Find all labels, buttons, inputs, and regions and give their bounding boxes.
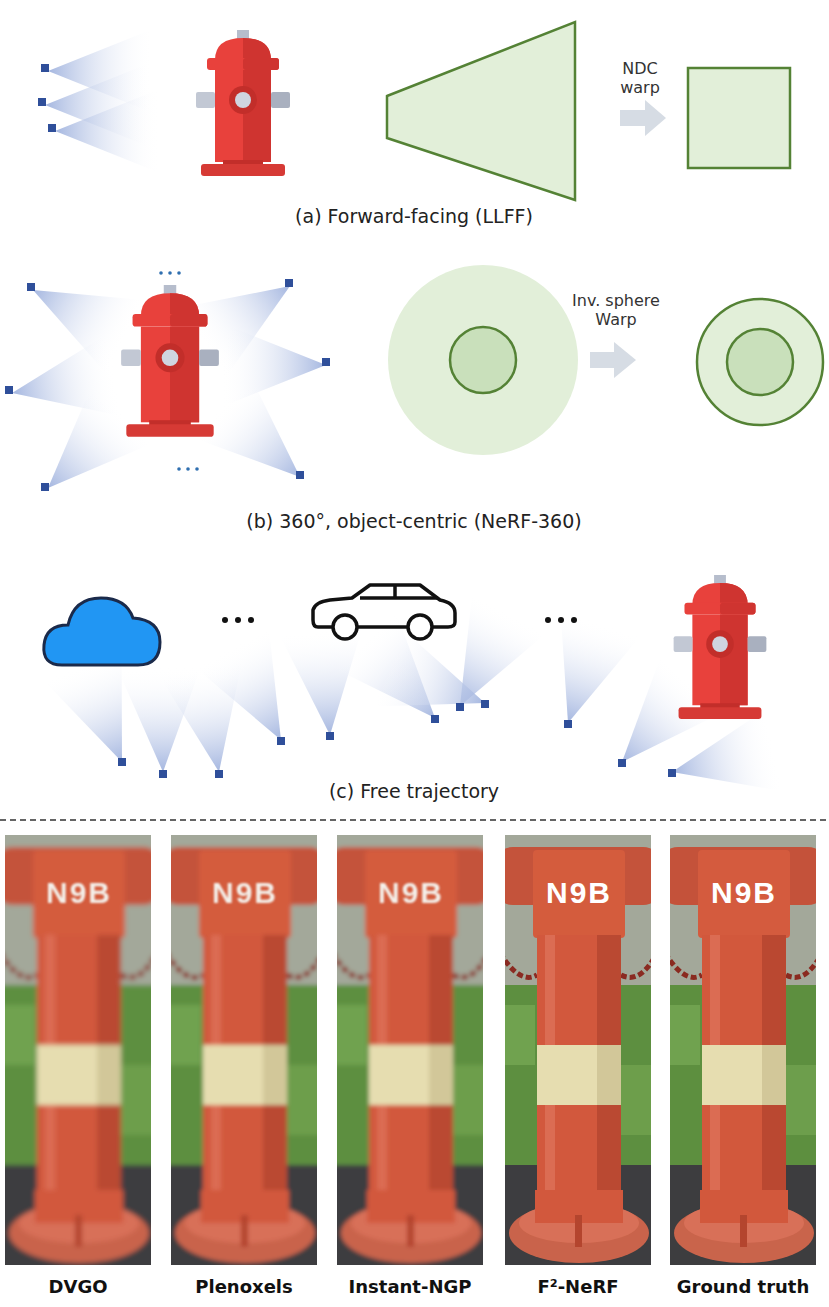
- camera-cones: [279, 627, 372, 739]
- hydrant-marking: N9B: [546, 875, 612, 911]
- camera-marker: [668, 769, 676, 777]
- photo-panel: [505, 835, 651, 1265]
- photo-panel: [5, 835, 151, 1265]
- camera-marker: [618, 759, 626, 767]
- panel-caption: (b) 360°, object-centric (NeRF-360): [246, 510, 581, 533]
- camera-cones: [55, 89, 160, 173]
- ellipsis-dots: [235, 617, 241, 623]
- warp-label: Inv. sphere Warp: [566, 291, 666, 329]
- method-caption: Plenoxels: [195, 1276, 292, 1298]
- ellipsis-dots: [222, 617, 228, 623]
- ellipsis-dots: [571, 617, 577, 623]
- car-icon: [360, 596, 438, 600]
- camera-marker: [564, 720, 572, 728]
- camera-marker: [215, 770, 223, 778]
- hydrant-marking: N9B: [378, 875, 444, 911]
- camera-cones: [194, 376, 328, 509]
- method-caption: Ground truth: [677, 1276, 810, 1298]
- method-caption: Instant-NGP: [349, 1276, 472, 1298]
- camera-marker: [27, 283, 35, 291]
- camera-cones: [663, 709, 783, 813]
- frustum-shape: [387, 22, 575, 200]
- method-caption: DVGO: [49, 1276, 108, 1298]
- scene-sphere: [388, 265, 578, 455]
- car-icon: [357, 625, 407, 629]
- hydrant-icon: [121, 285, 219, 437]
- camera-marker: [41, 64, 49, 72]
- car-icon: [313, 585, 455, 639]
- ellipsis-dots: [222, 617, 577, 623]
- camera-marker: [277, 737, 285, 745]
- camera-marker: [41, 483, 49, 491]
- camera-marker: [118, 700, 676, 778]
- photo-panel: [670, 835, 816, 1265]
- warp-arrow: [620, 100, 666, 136]
- camera-cones: [372, 628, 499, 743]
- panel-caption: (a) Forward-facing (LLFF): [295, 205, 533, 228]
- hydrant-marking: N9B: [212, 875, 278, 911]
- ellipsis-dots: [195, 467, 199, 471]
- hydrant-icon: [674, 575, 767, 719]
- inner-sphere: [727, 329, 793, 395]
- photo-panel: [171, 835, 317, 1265]
- result-photos: [0, 825, 826, 1275]
- ellipsis-dots: [168, 271, 172, 275]
- camera-marker: [38, 98, 46, 106]
- ellipsis-dots: [177, 467, 181, 471]
- camera-marker: [285, 279, 293, 287]
- camera-marker: [456, 703, 464, 711]
- ellipsis-dots: [177, 271, 181, 275]
- photo-panel: [337, 835, 483, 1265]
- ellipsis-dots: [159, 271, 163, 275]
- hydrant-marking: N9B: [46, 875, 112, 911]
- divider-line: [0, 819, 829, 821]
- panel-caption: (c) Free trajectory: [329, 780, 499, 803]
- hydrant-marking: N9B: [711, 875, 777, 911]
- ellipsis-dots: [558, 617, 564, 623]
- car-icon: [408, 615, 432, 639]
- ndc-square: [688, 68, 790, 168]
- panel-a-illustration: [38, 22, 790, 200]
- camera-cones: [45, 29, 160, 173]
- photo-panel: [505, 835, 651, 1265]
- warp-label: NDC warp: [612, 59, 668, 97]
- camera-cones: [5, 251, 328, 518]
- photo-panel: [5, 835, 151, 1265]
- camera-marker: [5, 279, 330, 491]
- camera-marker: [296, 471, 304, 479]
- warp-arrow: [590, 342, 636, 378]
- ellipsis-dots: [545, 617, 551, 623]
- panel-b-illustration: [5, 251, 823, 518]
- photo-panel: [171, 835, 317, 1265]
- camera-marker: [48, 124, 56, 132]
- inner-sphere: [450, 327, 516, 393]
- camera-cones: [528, 610, 640, 736]
- method-caption: F²-NeRF: [537, 1276, 618, 1298]
- photo-panel: [337, 835, 483, 1265]
- cloud-icon: [44, 598, 160, 665]
- ellipsis-dots: [248, 617, 254, 623]
- camera-marker: [481, 700, 489, 708]
- camera-marker: [5, 386, 13, 394]
- car-icon: [333, 615, 357, 639]
- ellipsis-dots: [186, 467, 190, 471]
- camera-cones: [423, 594, 546, 726]
- camera-marker: [159, 770, 167, 778]
- car-icon: [393, 586, 397, 598]
- camera-marker: [326, 732, 334, 740]
- camera-marker: [322, 358, 330, 366]
- camera-marker: [431, 715, 439, 723]
- camera-cones: [44, 594, 784, 814]
- photo-panel: [670, 835, 816, 1265]
- camera-marker: [118, 758, 126, 766]
- hydrant-icon: [196, 30, 290, 176]
- panel-c-illustration: [44, 575, 784, 813]
- camera-cones: [18, 384, 152, 518]
- camera-marker: [38, 64, 56, 132]
- warped-sphere: [697, 299, 823, 425]
